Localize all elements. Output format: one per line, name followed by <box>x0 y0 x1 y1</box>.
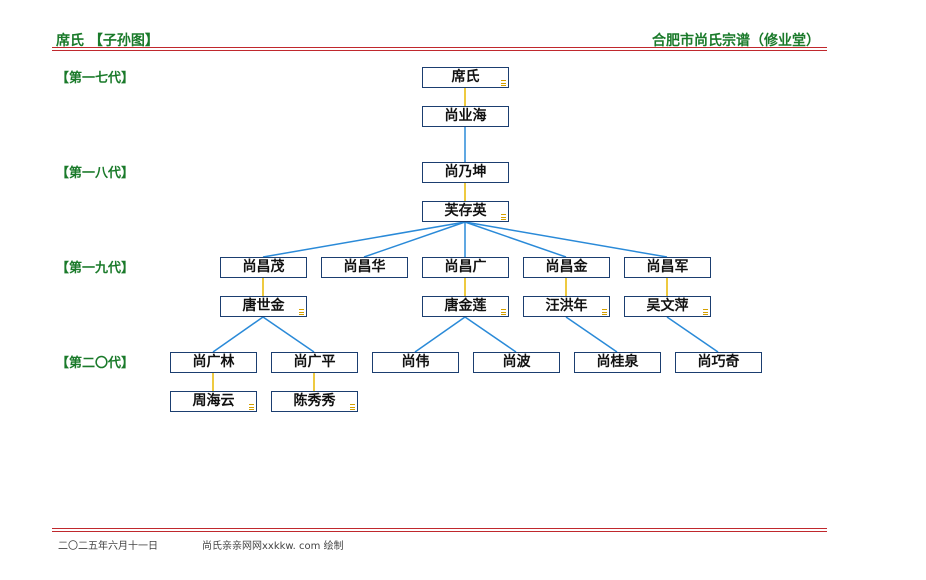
person-name: 尚昌茂 <box>242 259 285 275</box>
person-name: 席氏 <box>451 69 480 85</box>
spouse-marker-icon <box>249 404 254 410</box>
generation-label-18: 【第一八代】 <box>56 166 135 181</box>
person-node-changhua[interactable]: 尚昌华 <box>321 257 408 278</box>
person-name: 汪洪年 <box>545 298 588 314</box>
person-name: 周海云 <box>192 393 235 409</box>
descent-link <box>363 221 466 258</box>
person-name: 吴文萍 <box>646 298 689 314</box>
person-node-wucunying[interactable]: 芙存英 <box>422 201 509 222</box>
person-node-xi[interactable]: 席氏 <box>422 67 509 88</box>
person-name: 尚乃坤 <box>444 164 487 180</box>
person-node-guiquan[interactable]: 尚桂泉 <box>574 352 661 373</box>
spouse-marker-icon <box>299 309 304 315</box>
descent-link <box>212 316 264 353</box>
generation-label-20: 【第二〇代】 <box>56 356 135 371</box>
footer-rule-bottom <box>52 531 827 532</box>
person-node-changmao[interactable]: 尚昌茂 <box>220 257 307 278</box>
person-name: 尚广平 <box>293 354 336 370</box>
footer-credit: 尚氏亲亲网网xxkkw. com 绘制 <box>202 541 344 552</box>
person-node-wanghongnian[interactable]: 汪洪年 <box>523 296 610 317</box>
header-rule-top <box>52 47 827 48</box>
spouse-marker-icon <box>703 309 708 315</box>
person-node-tangjinlian[interactable]: 唐金莲 <box>422 296 509 317</box>
person-node-tangshijin[interactable]: 唐世金 <box>220 296 307 317</box>
person-node-zhouhaiyun[interactable]: 周海云 <box>170 391 257 412</box>
descent-link <box>262 221 466 258</box>
person-name: 唐金莲 <box>444 298 487 314</box>
descent-link <box>565 316 618 353</box>
person-name: 尚昌广 <box>444 259 487 275</box>
generation-label-19: 【第一九代】 <box>56 261 135 276</box>
spouse-marker-icon <box>501 80 506 86</box>
spouse-marker-icon <box>602 309 607 315</box>
header-rule-bottom <box>52 50 827 51</box>
person-name: 芙存英 <box>444 203 487 219</box>
person-name: 尚巧奇 <box>697 354 740 370</box>
person-name: 唐世金 <box>242 298 285 314</box>
descent-link <box>414 316 466 353</box>
person-node-changjun[interactable]: 尚昌军 <box>624 257 711 278</box>
person-node-wei[interactable]: 尚伟 <box>372 352 459 373</box>
person-name: 尚桂泉 <box>596 354 639 370</box>
person-node-changguang[interactable]: 尚昌广 <box>422 257 509 278</box>
person-name: 尚昌军 <box>646 259 689 275</box>
person-name: 尚广林 <box>192 354 235 370</box>
person-node-guangping[interactable]: 尚广平 <box>271 352 358 373</box>
person-node-naikun[interactable]: 尚乃坤 <box>422 162 509 183</box>
spouse-marker-icon <box>350 404 355 410</box>
person-node-bo[interactable]: 尚波 <box>473 352 560 373</box>
genealogy-title: 合肥市尚氏宗谱（修业堂） <box>652 33 820 49</box>
footer-date: 二〇二五年六月十一日 <box>58 541 158 552</box>
person-node-qiaoqi[interactable]: 尚巧奇 <box>675 352 762 373</box>
person-name: 尚伟 <box>401 354 430 370</box>
person-node-yehai[interactable]: 尚业海 <box>422 106 509 127</box>
person-node-wuwenping[interactable]: 吴文萍 <box>624 296 711 317</box>
person-name: 尚昌华 <box>343 259 386 275</box>
person-name: 尚昌金 <box>545 259 588 275</box>
person-node-guanglin[interactable]: 尚广林 <box>170 352 257 373</box>
descent-link <box>464 221 668 258</box>
spouse-marker-icon <box>501 214 506 220</box>
footer-rule-top <box>52 528 827 529</box>
descent-link <box>666 316 719 353</box>
descent-link <box>464 221 567 258</box>
person-node-changjin[interactable]: 尚昌金 <box>523 257 610 278</box>
spouse-marker-icon <box>501 309 506 315</box>
person-node-chenxiuxiu[interactable]: 陈秀秀 <box>271 391 358 412</box>
descent-link <box>262 316 315 353</box>
page-title: 席氏 【子孙图】 <box>56 33 159 49</box>
person-name: 尚业海 <box>444 108 487 124</box>
descent-link <box>464 316 517 353</box>
person-name: 尚波 <box>502 354 531 370</box>
person-name: 陈秀秀 <box>293 393 336 409</box>
generation-label-17: 【第一七代】 <box>56 71 135 86</box>
